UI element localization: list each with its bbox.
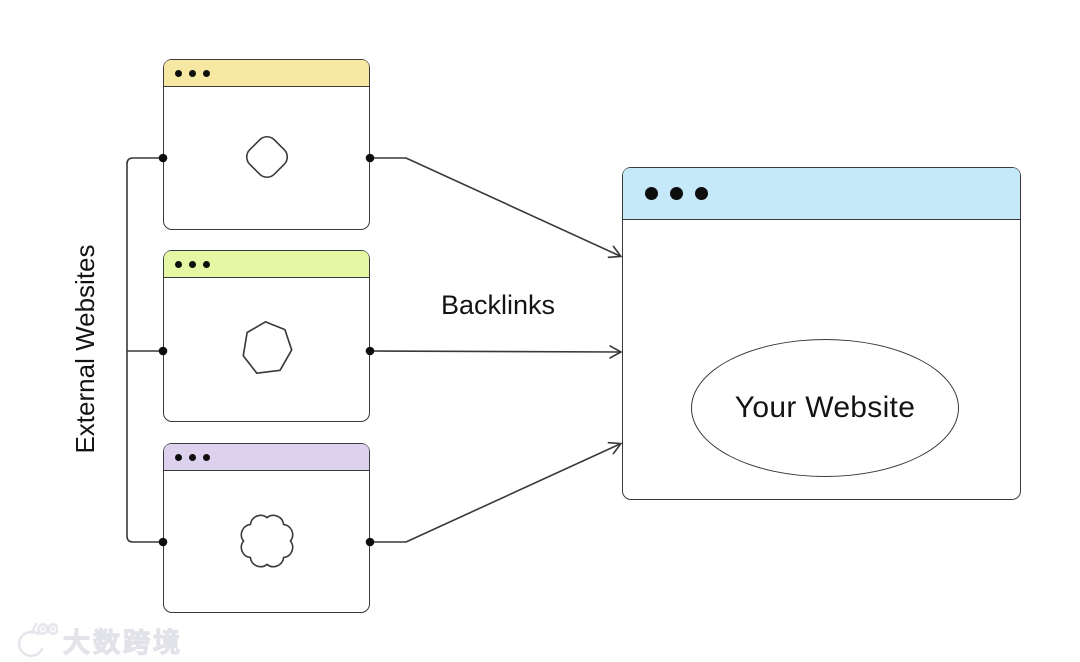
window-titlebar: [164, 251, 369, 278]
window-dot-icon: [175, 453, 182, 461]
external-website-window-2: [163, 250, 370, 422]
window-dot-icon: [203, 260, 210, 268]
100-smiley-logo-icon: [17, 622, 58, 658]
window-dot-icon: [203, 453, 210, 461]
external-website-window-3: [163, 443, 370, 613]
heptagon-blob-icon: [242, 321, 293, 375]
window-titlebar: [623, 168, 1020, 220]
your-website-label: Your Website: [734, 391, 916, 424]
window-dot-icon: [203, 69, 210, 77]
window-dot-icon: [189, 69, 196, 77]
backlinks-label: Backlinks: [440, 290, 556, 320]
window-body: [164, 471, 369, 611]
window-titlebar: [164, 444, 369, 471]
window-dot-icon: [670, 187, 683, 200]
window-dot-icon: [189, 260, 196, 268]
external-website-window-1: [163, 59, 370, 230]
window-dot-icon: [189, 453, 196, 461]
window-dot-icon: [645, 187, 658, 200]
window-body: [164, 278, 369, 418]
your-website-window: Your Website: [622, 167, 1021, 500]
window-body: [164, 87, 369, 227]
window-dot-icon: [175, 69, 182, 77]
window-body: Your Website: [623, 220, 1020, 498]
bracket-connector: [126, 157, 163, 543]
diamond-blob-icon: [245, 135, 288, 179]
backlink-arrow-1: [370, 157, 623, 259]
window-titlebar: [164, 60, 369, 87]
backlink-arrow-3: [370, 441, 623, 543]
watermark-text: 大数跨境: [63, 627, 183, 658]
your-website-ellipse: Your Website: [691, 339, 959, 477]
external-websites-label: External Websites: [70, 244, 100, 454]
watermark: 大数跨境: [10, 620, 183, 660]
backlink-arrow-2: [369, 345, 623, 359]
flower-blob-icon: [240, 514, 293, 568]
window-dot-icon: [695, 187, 708, 200]
window-dot-icon: [175, 260, 182, 268]
